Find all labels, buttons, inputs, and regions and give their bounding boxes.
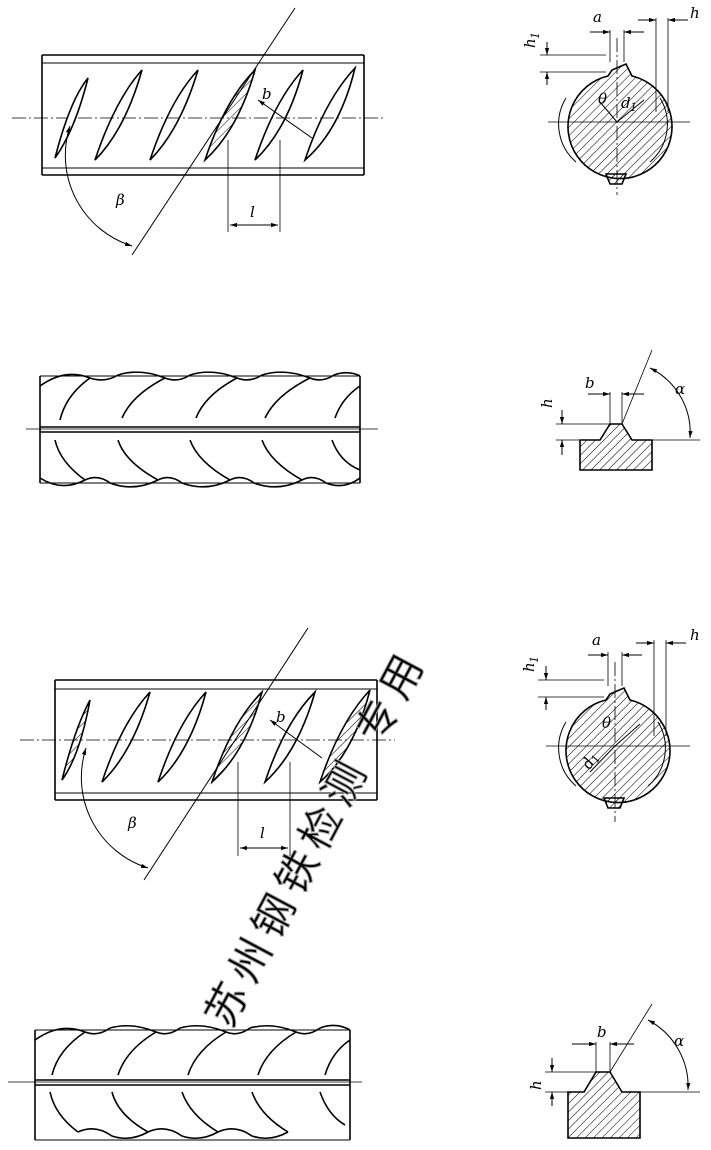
svg-text:d: d — [621, 94, 631, 112]
figure3-labels: b β l — [127, 708, 286, 842]
fig2-profile-body — [579, 423, 653, 471]
fig1-rib-axis-line — [131, 7, 296, 256]
svg-text:h: h — [527, 1080, 545, 1090]
fig1-b-leader — [257, 99, 313, 139]
watermark-stamp: 苏州钢铁检测 专用 — [195, 639, 437, 1035]
fig2-label-h: h — [538, 398, 556, 408]
fig3-label-theta: θ — [602, 714, 611, 732]
fig4-flank-line — [609, 1003, 653, 1073]
fig2-label-alpha: α — [675, 380, 685, 398]
svg-text:h: h — [521, 38, 539, 48]
fig4-alpha-arc — [647, 1019, 691, 1091]
fig2-label-b: b — [585, 374, 595, 392]
fig1-section-body — [567, 62, 673, 180]
fig4-upper-ribs — [34, 1024, 351, 1076]
fig1-label-theta: θ — [598, 90, 607, 108]
fig3-label-a: a — [592, 631, 601, 649]
fig3-b-leader — [269, 719, 323, 759]
fig4-profile-body — [567, 1071, 641, 1139]
fig3-section-body — [565, 686, 671, 804]
figure4-bar-side-view — [8, 1024, 362, 1141]
fig3-section-bottom-rib — [602, 797, 626, 809]
svg-text:1: 1 — [529, 32, 542, 39]
figure3-bar-side-view — [20, 627, 395, 881]
fig1-label-b: b — [262, 85, 272, 103]
fig4-label-h: h — [527, 1080, 545, 1090]
figure4-labels: b h α — [527, 1023, 684, 1090]
svg-text:h: h — [538, 398, 556, 408]
watermark-text: 苏州钢铁检测 专用 — [196, 640, 437, 1035]
fig2-lower-ribs — [39, 439, 361, 488]
fig3-label-h: h — [690, 626, 700, 644]
fig3-label-b: b — [276, 708, 286, 726]
fig2-upper-ribs — [39, 371, 361, 421]
figure4-rib-profile — [545, 1003, 700, 1139]
fig1-label-l: l — [250, 203, 255, 221]
fig3-label-l: l — [260, 824, 265, 842]
fig3-label-beta: β — [127, 814, 137, 832]
fig3-beta-arc — [80, 747, 149, 869]
fig1-label-h: h — [690, 4, 700, 22]
fig1-label-d1: d 1 — [621, 94, 637, 114]
svg-text:h: h — [520, 662, 538, 672]
fig3-ribs — [61, 689, 371, 785]
fig3-rib-axis-line — [143, 627, 309, 881]
figure1-bar-side-view — [12, 7, 385, 256]
figure1-labels: b β l — [115, 85, 272, 221]
svg-text:1: 1 — [528, 656, 541, 663]
fig1-label-beta: β — [115, 191, 125, 209]
figure1-section-labels: a h h 1 θ d 1 — [521, 4, 700, 114]
fig2-alpha-arc — [649, 367, 693, 439]
fig1-ribs — [54, 65, 357, 163]
fig4-label-b: b — [597, 1023, 607, 1041]
figure1-cross-section — [540, 17, 690, 195]
figure2-labels: b h α — [538, 374, 685, 408]
fig4-label-alpha: α — [674, 1032, 684, 1050]
svg-text:1: 1 — [630, 101, 637, 114]
figure2-bar-side-view — [26, 371, 378, 488]
figure3-cross-section — [538, 640, 690, 822]
fig1-label-h1: h 1 — [521, 32, 542, 48]
fig2-flank-line — [621, 349, 653, 425]
fig4-lower-ribs — [49, 1091, 346, 1140]
fig3-label-h1: h 1 — [520, 656, 541, 672]
figure2-rib-profile — [556, 349, 700, 471]
fig1-section-bottom-rib — [604, 173, 628, 185]
fig1-beta-arc — [64, 125, 133, 247]
fig1-label-a: a — [593, 8, 602, 26]
